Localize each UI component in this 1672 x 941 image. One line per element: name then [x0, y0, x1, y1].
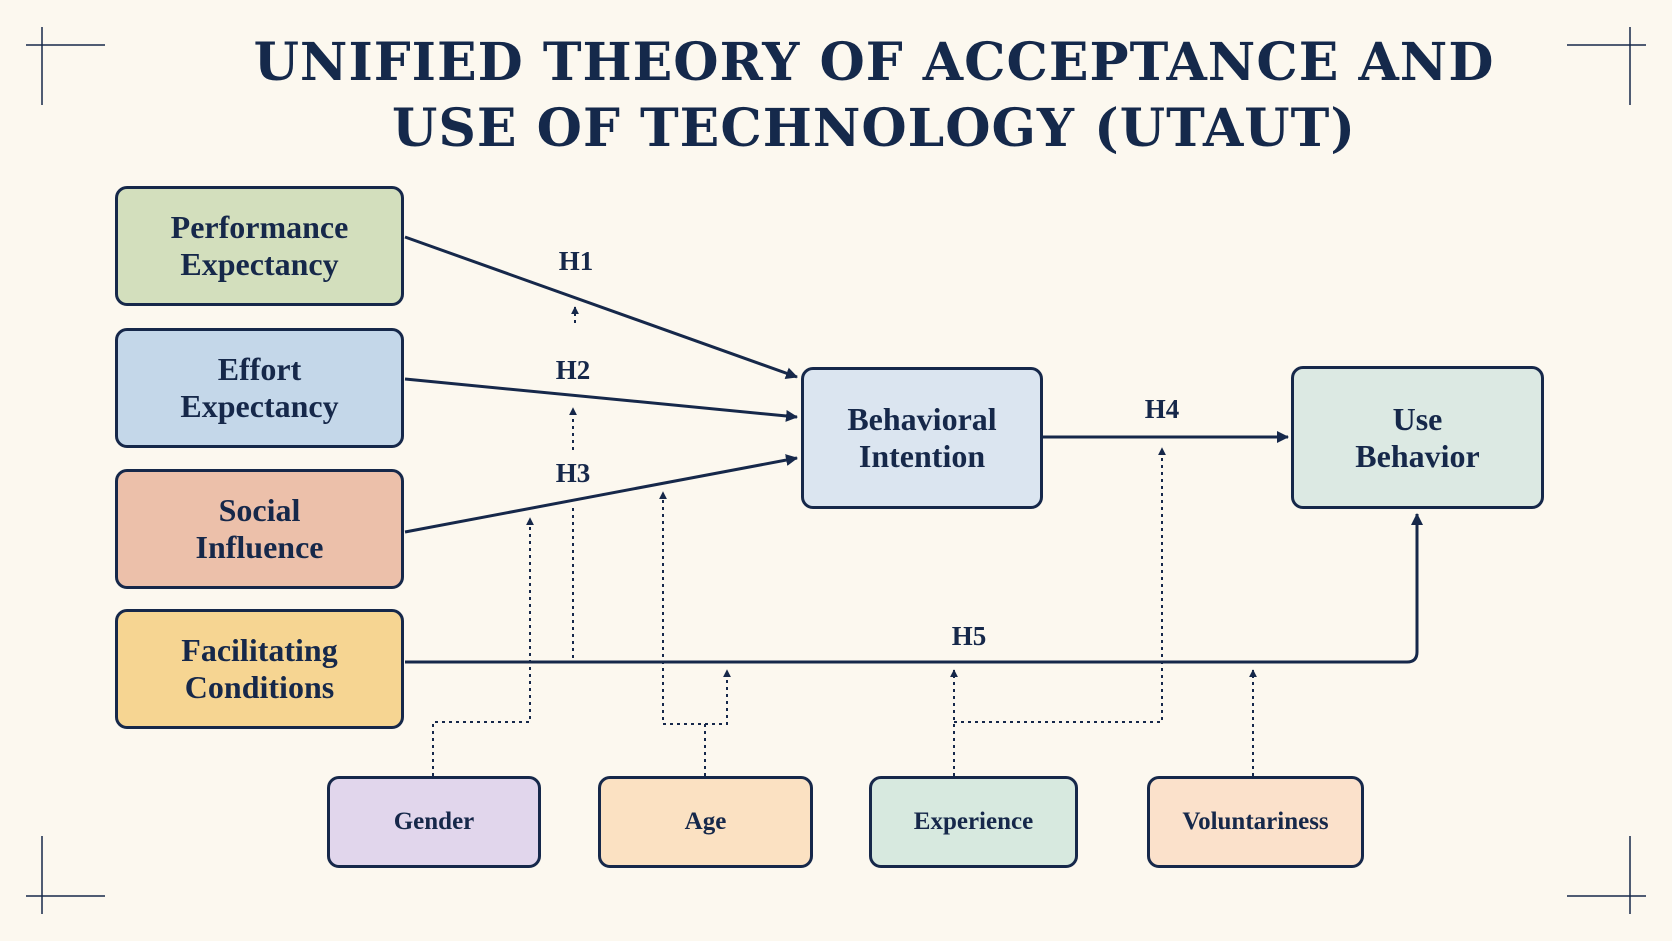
corner-mark-bottom-right: [1567, 836, 1646, 914]
age-label: Age: [684, 808, 727, 835]
voluntariness-moderator-box: Voluntariness: [1147, 776, 1364, 868]
corner-mark-top-left: [26, 27, 105, 105]
facilitating-conditions-box: Facilitating Conditions: [115, 609, 404, 729]
effort-label-line-1: Effort: [217, 351, 302, 387]
gender-label: Gender: [393, 808, 475, 835]
effort-expectancy-box: Effort Expectancy: [115, 328, 404, 448]
hypothesis-label-h5: H5: [951, 621, 987, 651]
title-line-1: UNIFIED THEORY OF ACCEPTANCE AND: [253, 32, 1495, 93]
age-moderator-path-left: [659, 491, 706, 776]
performance-label-line-1: Performance: [170, 209, 349, 245]
use-behavior-box: Use Behavior: [1291, 366, 1544, 509]
gender-moderator-box: Gender: [327, 776, 541, 868]
experience-label: Experience: [913, 808, 1034, 835]
corner-mark-top-right: [1567, 27, 1646, 105]
arrow-h5-facilitating-to-use: [405, 513, 1423, 664]
facilitating-label-line-1: Facilitating: [181, 632, 338, 668]
gender-moderator-path: [432, 517, 534, 776]
title-line-2: USE OF TECHNOLOGY (UTAUT): [392, 98, 1356, 159]
hypothesis-label-h3: H3: [555, 458, 591, 488]
hypothesis-label-h4: H4: [1144, 394, 1180, 424]
voluntariness-label: Voluntariness: [1182, 808, 1329, 835]
intention-label-line-1: Behavioral: [847, 401, 997, 437]
use-behavior-label-line-2: Behavior: [1355, 437, 1480, 474]
age-moderator-box: Age: [598, 776, 813, 868]
page-title: UNIFIED THEORY OF ACCEPTANCE AND USE OF …: [0, 30, 1672, 162]
social-label-line-2: Influence: [195, 529, 324, 565]
social-label-line-1: Social: [218, 492, 301, 528]
arrow-h1-performance-to-intention: [404, 235, 798, 379]
arrow-h2-effort-to-intention: [404, 377, 798, 422]
experience-moderator-box: Experience: [869, 776, 1078, 868]
age-moderator-path-right: [705, 669, 731, 725]
behavioral-intention-box: Behavioral Intention: [801, 367, 1043, 509]
effort-label-line-2: Expectancy: [180, 388, 339, 424]
arrow-h3-social-to-intention: [404, 454, 798, 534]
hypothesis-label-h2: H2: [555, 355, 591, 385]
performance-expectancy-box: Performance Expectancy: [115, 186, 404, 306]
performance-label-line-2: Expectancy: [180, 246, 339, 282]
use-behavior-label-line-1: Use: [1392, 400, 1443, 437]
corner-marks: [26, 27, 1646, 914]
hypothesis-label-h1: H1: [558, 246, 594, 276]
social-influence-box: Social Influence: [115, 469, 404, 589]
facilitating-label-line-2: Conditions: [184, 669, 335, 705]
intention-label-line-2: Intention: [858, 438, 986, 474]
corner-mark-bottom-left: [26, 836, 105, 914]
